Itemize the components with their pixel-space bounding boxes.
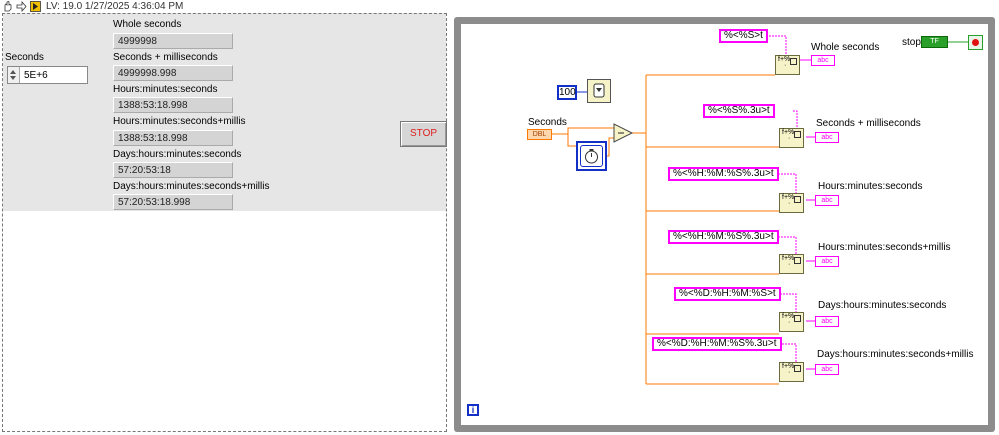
string-indicator-terminal[interactable]: abc [815, 316, 839, 327]
string-indicator-terminal[interactable]: abc [815, 364, 839, 375]
wait-ms-icon[interactable] [587, 79, 611, 103]
string-indicator-terminal[interactable]: abc [811, 55, 835, 66]
seconds-millis-indicator: 4999998.998 [113, 65, 233, 81]
seconds-value[interactable]: 5E+6 [24, 70, 48, 81]
output-label: Seconds + milliseconds [816, 118, 921, 129]
whole-seconds-indicator: 4999998 [113, 33, 233, 49]
indicator-label: Hours:minutes:seconds [113, 84, 218, 95]
output-label: Days:hours:minutes:seconds [818, 300, 947, 311]
format-string-constant[interactable]: %<%S%.3u>t [703, 104, 775, 118]
indicator-label: Days:hours:minutes:seconds [113, 149, 242, 160]
seconds-terminal-label: Seconds [528, 117, 567, 128]
indicator-label: Days:hours:minutes:seconds+millis [113, 181, 270, 192]
string-indicator-terminal[interactable]: abc [815, 132, 839, 143]
dhms-millis-indicator: 57:20:53:18.998 [113, 194, 233, 210]
run-vi-icon[interactable] [30, 1, 41, 12]
format-time-string-icon[interactable]: f+%· [775, 55, 800, 75]
output-label: Days:hours:minutes:seconds+millis [817, 349, 974, 360]
stop-terminal-label: stop [902, 37, 921, 48]
tick-count-icon[interactable] [576, 141, 607, 171]
format-string-constant[interactable]: %<%H:%M:%S%.3u>t [668, 167, 779, 181]
indicator-label: Whole seconds [113, 19, 182, 30]
output-label: Whole seconds [811, 42, 880, 53]
wait-constant[interactable]: 100 [557, 85, 577, 100]
front-panel-outline [2, 13, 447, 432]
indicator-label: Seconds + milliseconds [113, 52, 218, 63]
toolbar: LV: 19.0 1/27/2025 4:36:04 PM [0, 0, 999, 13]
hms-millis-indicator: 1388:53:18.998 [113, 130, 233, 146]
format-string-constant[interactable]: %<%D:%H:%M:%S>t [674, 287, 781, 301]
loop-condition-icon[interactable] [968, 35, 983, 50]
string-indicator-terminal[interactable]: abc [815, 256, 839, 267]
stop-boolean-terminal[interactable]: TF [921, 36, 948, 48]
seconds-terminal[interactable]: DBL [527, 129, 552, 140]
dhms-indicator: 57:20:53:18 [113, 162, 233, 178]
format-time-string-icon[interactable]: f+%· [779, 254, 804, 274]
window-title: LV: 19.0 1/27/2025 4:36:04 PM [46, 1, 184, 12]
format-time-string-icon[interactable]: f+%· [779, 312, 804, 332]
indicator-label: Hours:minutes:seconds+millis [113, 116, 246, 127]
output-label: Hours:minutes:seconds [818, 181, 923, 192]
format-string-constant[interactable]: %<%S>t [719, 29, 768, 43]
hand-pointer-icon[interactable] [2, 1, 13, 12]
seconds-numeric-control[interactable]: 5E+6 [7, 66, 88, 84]
string-indicator-terminal[interactable]: abc [815, 195, 839, 206]
hms-indicator: 1388:53:18.998 [113, 97, 233, 113]
loop-iteration-icon[interactable]: i [467, 404, 479, 416]
format-time-string-icon[interactable]: f+%· [779, 128, 804, 148]
format-string-constant[interactable]: %<%D:%H:%M:%S%.3u>t [652, 337, 782, 351]
format-time-string-icon[interactable]: f+%· [779, 362, 804, 382]
format-time-string-icon[interactable]: f+%· [779, 193, 804, 213]
seconds-control-label: Seconds [5, 52, 44, 63]
output-label: Hours:minutes:seconds+millis [818, 242, 951, 253]
stop-button[interactable]: STOP [400, 121, 447, 147]
format-string-constant[interactable]: %<%H:%M:%S%.3u>t [668, 230, 779, 244]
arrow-right-icon[interactable] [16, 1, 27, 12]
increment-decrement-icon[interactable] [8, 67, 20, 83]
block-diagram-canvas [461, 24, 988, 425]
